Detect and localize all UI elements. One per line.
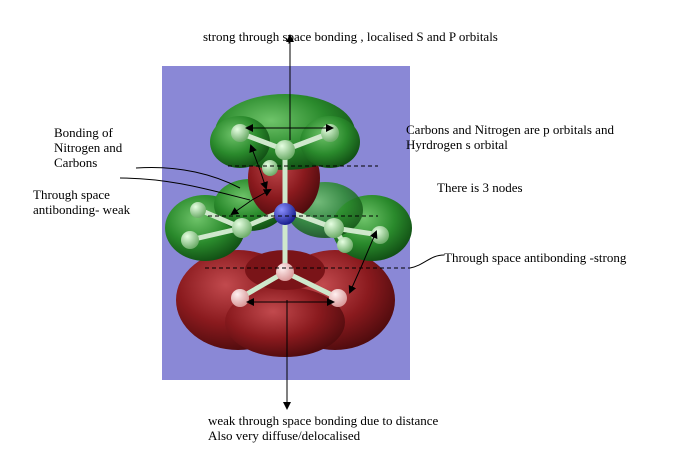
node-lines	[205, 165, 410, 269]
through-space-weak-line: Through space	[33, 187, 110, 202]
bonding-label-line: Bonding of	[54, 125, 113, 140]
hydrogen-atom	[262, 160, 278, 176]
hydrogen-atom	[371, 226, 389, 244]
hydrogen-atom	[337, 237, 353, 253]
top-label: strong through space bonding , localised…	[203, 29, 498, 44]
carbon-atom	[324, 218, 344, 238]
orbitals-label-line: Hyrdrogen s orbital	[406, 137, 508, 152]
carbon-atom	[275, 140, 295, 160]
hydrogen-atom	[321, 124, 339, 142]
carbon-atom	[232, 218, 252, 238]
bottom-label: weak through space bonding due to distan…	[208, 413, 438, 443]
hydrogen-atom	[190, 202, 206, 218]
hydrogen-atom	[329, 289, 347, 307]
through-space-strong-label: Through space antibonding -strong	[444, 250, 627, 265]
orbitals-label: Carbons and Nitrogen are p orbitals and …	[406, 122, 614, 152]
nodes-label: There is 3 nodes	[437, 180, 523, 195]
bonding-label-line: Nitrogen and	[54, 140, 123, 155]
through-space-weak-line: antibonding- weak	[33, 202, 131, 217]
nitrogen-atom	[274, 203, 296, 225]
hydrogen-atom	[181, 231, 199, 249]
through-space-weak-label: Through space antibonding- weak	[33, 187, 130, 217]
bottom-label-line: weak through space bonding due to distan…	[208, 413, 439, 428]
bonding-label-line: Carbons	[54, 155, 98, 170]
bottom-label-line: Also very diffuse/delocalised	[208, 428, 361, 443]
hydrogen-atom	[231, 289, 249, 307]
bonding-label: Bonding of Nitrogen and Carbons	[54, 125, 122, 170]
hydrogen-atom	[231, 124, 249, 142]
atoms	[181, 124, 389, 307]
orbitals-label-line: Carbons and Nitrogen are p orbitals and	[406, 122, 614, 137]
annotation-arrows	[119, 34, 445, 410]
carbon-atom	[276, 263, 294, 281]
